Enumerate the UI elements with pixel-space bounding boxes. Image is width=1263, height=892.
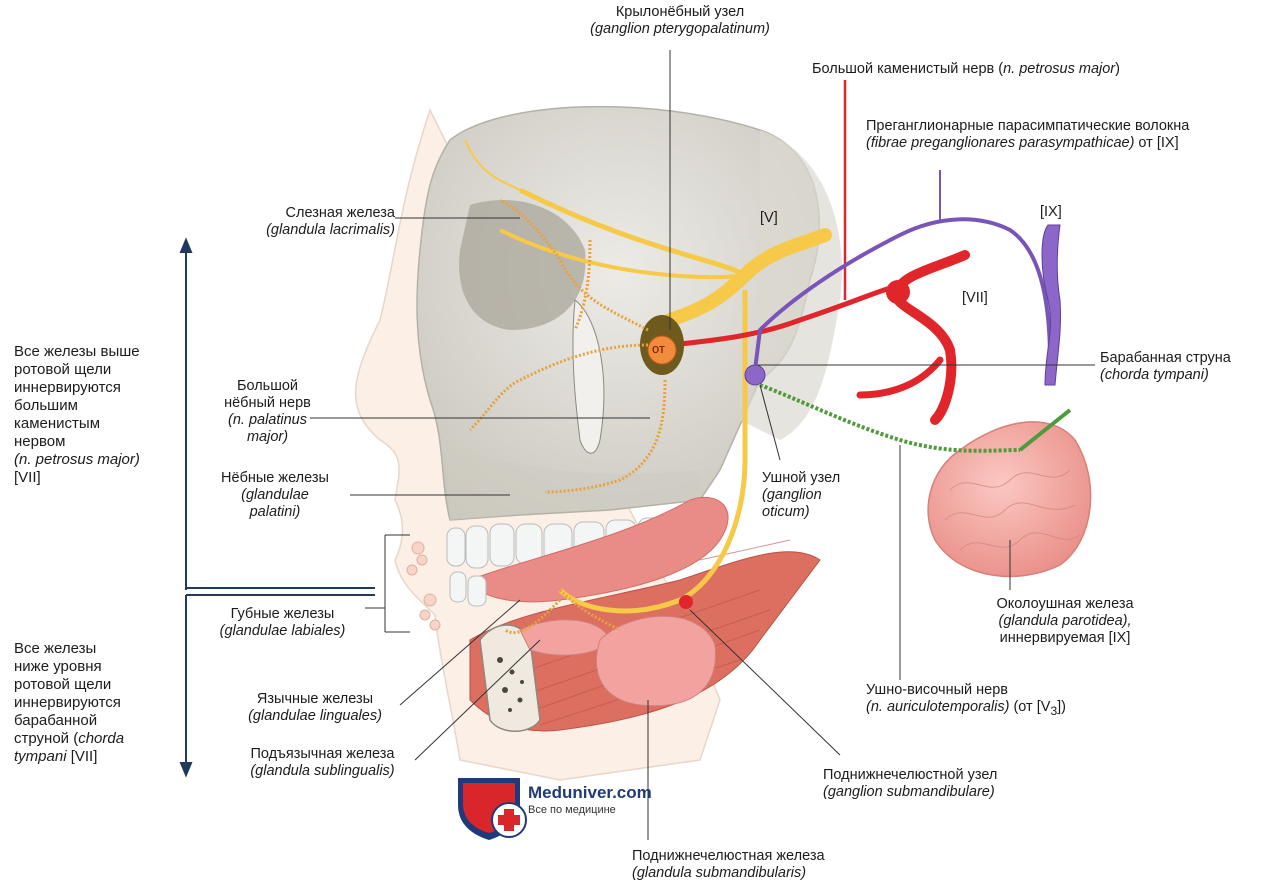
label-palatine-nerve: Большой нёбный нерв (n. palatinus major): [224, 378, 311, 445]
upper-teeth: [446, 517, 665, 569]
level-arrow: [179, 237, 375, 778]
auriculotemporal-nerve: [759, 383, 1021, 453]
side-note-above: Все железы выше ротовой щели иннервируют…: [14, 343, 140, 486]
label-submand-gland: Поднижнечелюстная железа (glandula subma…: [632, 848, 825, 881]
postganglionic-fibers: [468, 198, 667, 635]
nasal-cavity: [572, 299, 605, 454]
tag-v: [V]: [760, 210, 778, 226]
logo-name: Meduniver.com: [528, 783, 652, 802]
mandible-section: [479, 624, 541, 732]
label-lacrimal: Слезная железа (glandula lacrimalis): [266, 205, 395, 238]
label-chorda: Барабанная струна (chorda tympani): [1100, 350, 1231, 383]
label-pterygopalatine: Крылонёбный узел (ganglion pterygopalati…: [590, 4, 770, 37]
labial-glands: [406, 541, 441, 631]
label-auriculotemporal: Ушно-височный нерв (n. auriculotemporali…: [866, 682, 1067, 718]
label-otic: Ушной узел (ganglion oticum): [762, 470, 841, 520]
tongue: [469, 496, 729, 603]
glossopharyngeal-nerve: [753, 217, 1052, 371]
tag-ot: от: [652, 341, 665, 356]
logo-tagline: Все по медицине: [528, 804, 616, 816]
label-sublingual: Подъязычная железа (glandula sublinguali…: [250, 746, 395, 779]
tag-ix: [IX]: [1040, 204, 1062, 220]
ix-nerve-trunk: [1041, 224, 1062, 386]
facial-nerve: [669, 282, 901, 348]
leader-lines: [310, 50, 1095, 840]
label-parotid: Околоушная железа (glandula parotidea), …: [996, 596, 1134, 646]
logo[interactable]: Meduniver.com Все по медицине: [528, 783, 652, 816]
tag-vii: [VII]: [962, 290, 988, 306]
label-submand-ganglion: Поднижнечелюстной узел (ganglion submand…: [823, 767, 998, 800]
label-preganglionic: Преганглионарные парасимпатические волок…: [866, 118, 1190, 151]
otic-ganglion: [744, 364, 766, 386]
submandibular-gland: [595, 615, 717, 707]
label-palatine-glands: Нёбные железы (glandulae palatini): [221, 470, 329, 520]
logo-shield: [458, 778, 527, 840]
orbit: [459, 200, 586, 330]
label-labial: Губные железы (glandulae labiales): [219, 606, 346, 639]
submandibular-ganglion: [679, 595, 693, 609]
lower-teeth: [449, 571, 487, 607]
side-note-below: Все железы ниже уровня ротовой щели инне…: [14, 640, 125, 765]
label-lingual: Язычные железы (glandulae linguales): [248, 691, 382, 724]
parotid-gland: [927, 421, 1092, 578]
label-petrosus: Большой каменистый нерв (n. petrosus maj…: [812, 61, 1120, 77]
